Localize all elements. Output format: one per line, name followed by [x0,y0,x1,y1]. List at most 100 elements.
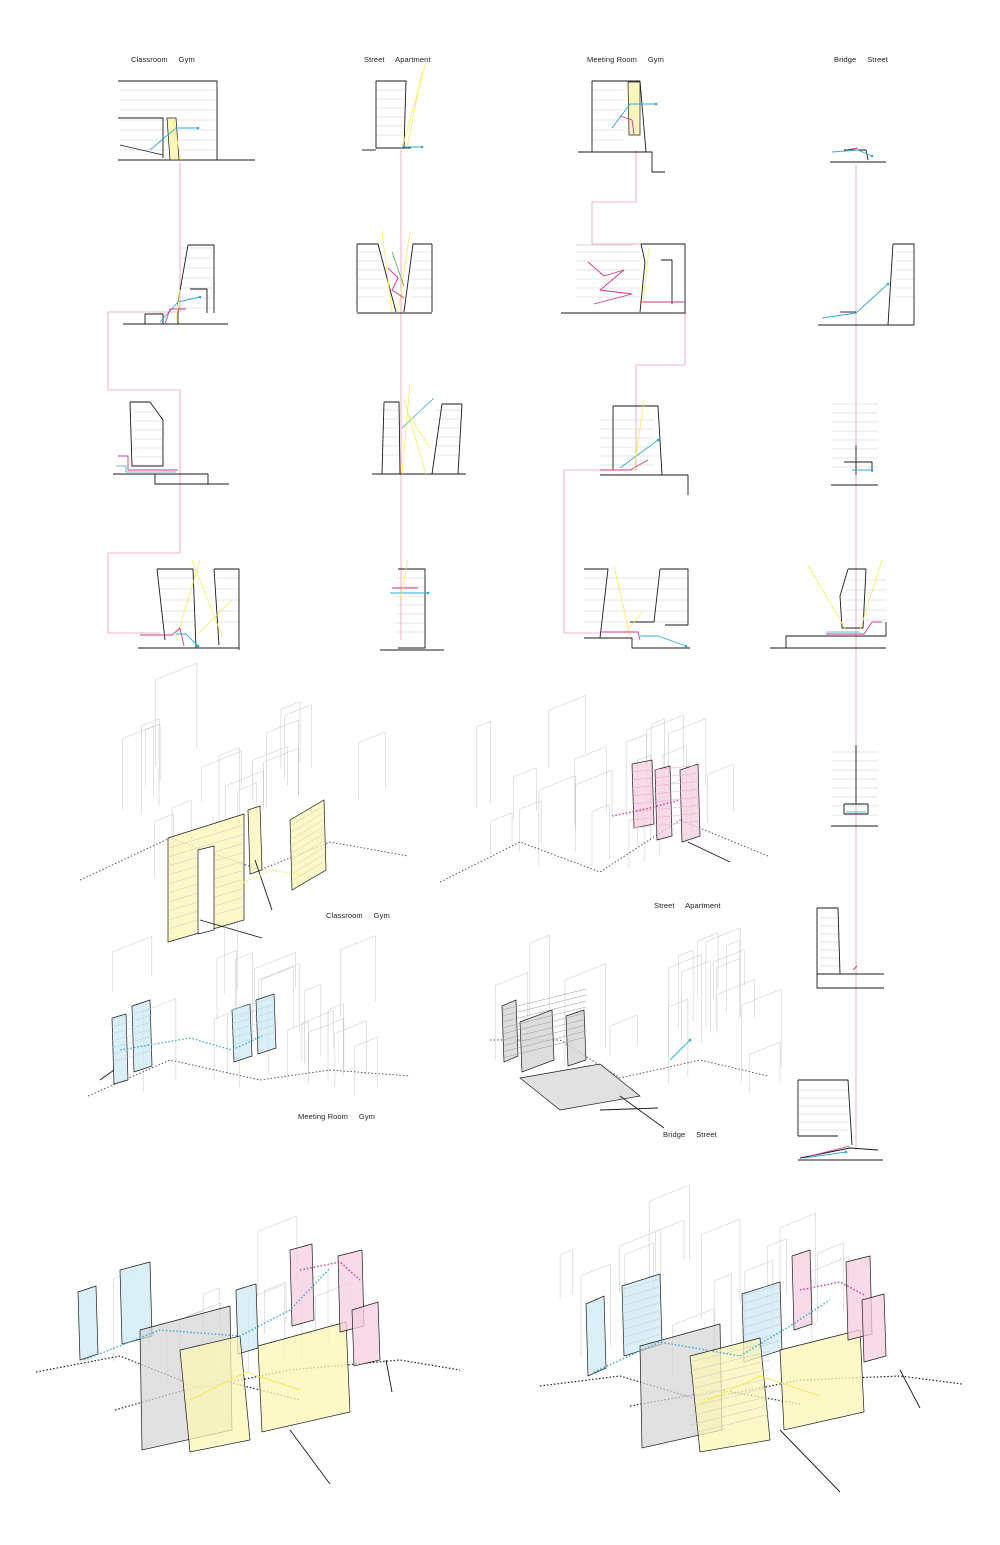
section-bridge-street-4 [770,559,887,649]
ghost-wall [213,1013,228,1080]
ghost-wall [681,960,711,1044]
floor-hatch [231,1031,277,1046]
floor-hatch [621,1310,661,1323]
sightline-yellow [401,61,427,149]
sightline-yellow [613,565,631,637]
cyan-route [119,1035,263,1051]
magenta-wall [791,1249,813,1331]
cyan-wall [255,993,277,1055]
section-street-apartment-1 [362,61,427,151]
sightline-green [391,251,405,287]
building-outline [157,568,197,649]
ghost-wall [701,1218,741,1319]
floor-hatch [631,804,701,813]
cyan-route [83,1267,331,1361]
floor-hatch [689,1413,771,1435]
floor-hatch [289,826,325,848]
floor-hatch [501,1006,587,1029]
floor-hatch [741,1324,781,1337]
building-outline [129,401,164,467]
section-meeting-gym-3 [600,399,689,495]
section-bridge-street-1 [830,147,886,163]
sightline-yellow [197,599,233,635]
ghost-wall [251,746,288,800]
axo-bridge-street [490,927,782,1129]
arrow-head [196,644,200,648]
building-outline [661,259,673,304]
arrow-head [196,126,200,130]
sightline-yellow [406,71,423,149]
floor-hatch [741,1284,781,1297]
section-title-street-apartment: Street Apartment [364,55,431,64]
ground-line [289,1429,331,1485]
floor-hatch [289,805,325,827]
yellow-wall [257,1321,351,1433]
magenta-route [611,799,681,817]
building-outline [384,401,401,475]
ground-line [687,841,731,863]
floor-hatch [289,812,325,834]
ghost-wall [538,775,576,867]
path-magenta [619,115,635,135]
floor-hatch [231,996,277,1011]
building-outline [118,80,218,160]
ground-line [599,1107,659,1111]
building-outline [398,568,426,649]
stair-core [627,81,641,136]
ghost-wall [308,1018,345,1084]
section-classroom-gym-1 [118,80,255,161]
ghost-wall [495,972,528,1061]
building-outline [431,403,462,475]
path-magenta [852,965,858,971]
path-arrow-cyan [149,127,198,151]
floor-hatch [231,1017,277,1032]
ghost-wall [707,763,734,823]
ghost-wall [591,804,610,867]
floor-hatch [631,812,701,821]
sightline-yellow [401,383,411,475]
arrow-head [870,468,874,472]
floor-hatch [621,1326,661,1339]
path-magenta [600,631,641,641]
floor-hatch [111,1007,153,1021]
floor-hatch [741,1300,781,1313]
ghost-wall [779,1213,816,1301]
sightline-yellow [633,399,645,471]
floor-hatch [621,1302,661,1315]
ground-line [770,622,887,649]
sightline-yellow [642,247,650,303]
floor-hatch [631,796,701,805]
ground-line [899,1369,921,1409]
ghost-wall [475,720,492,809]
gray-wall [565,1009,587,1067]
path-cyan [116,465,176,473]
magenta-wall [289,1243,315,1327]
ghost-wall [817,1242,844,1323]
ghost-wall [619,1229,661,1294]
ghost-wall [237,782,258,828]
ghost-wall [490,812,513,854]
building-outline [357,243,397,313]
cyan-wall [585,1295,607,1377]
building-outline [887,243,894,326]
building-outline [844,461,873,472]
arrow-head [684,644,688,648]
path-magenta [600,459,649,471]
ghost-wall [354,1037,378,1097]
ghost-wall [559,1249,573,1299]
floor-hatch [501,988,587,1011]
path-arrow-cyan [831,149,873,157]
floor-hatch [167,824,245,849]
ghost-wall [575,769,613,831]
magenta-wall [351,1301,381,1367]
floor-hatch [501,1000,587,1023]
yellow-route [239,869,301,885]
sightline-yellow [172,117,182,161]
ghost-wall [705,927,741,1029]
ghost-wall [112,936,153,993]
floor-hatch [231,1024,277,1039]
ghost-wall [624,1242,654,1301]
ghost-wall [284,704,312,779]
building-outline [893,243,915,325]
